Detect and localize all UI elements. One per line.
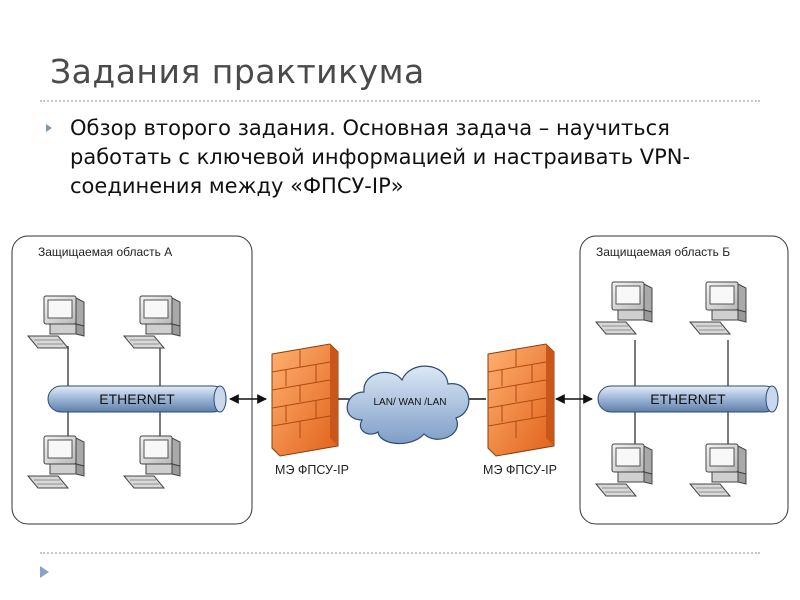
zone-b: Защищаемая область Б [579, 235, 789, 525]
slide-title: Задания практикума [50, 52, 425, 91]
firewall-right-label: МЭ ФПСУ-IP [483, 463, 557, 477]
bullet-marker [46, 124, 52, 132]
zone-b-links [634, 340, 729, 446]
bullet-text: Обзор второго задания. Основная задача –… [70, 116, 691, 198]
title-divider [40, 100, 760, 102]
zone-b-label: Защищаемая область Б [596, 245, 730, 259]
firewall-left-label: МЭ ФПСУ-IP [275, 463, 349, 477]
firewall-right: МЭ ФПСУ-IP [483, 343, 557, 477]
zone-a-links [67, 346, 161, 440]
ethernet-label-a: ETHERNET [99, 391, 175, 407]
ethernet-bus-b: ETHERNET [597, 385, 779, 413]
footer-divider [40, 552, 760, 554]
footer-marker-icon [40, 566, 49, 578]
zone-a-label: Защищаемая область А [38, 245, 172, 259]
network-cloud: LAN/ WAN /LAN [346, 365, 470, 445]
ethernet-label-b: ETHERNET [650, 391, 726, 407]
firewall-left: МЭ ФПСУ-IP [271, 343, 349, 477]
ethernet-bus-a: ETHERNET [47, 385, 227, 413]
cloud-label: LAN/ WAN /LAN [374, 397, 447, 408]
